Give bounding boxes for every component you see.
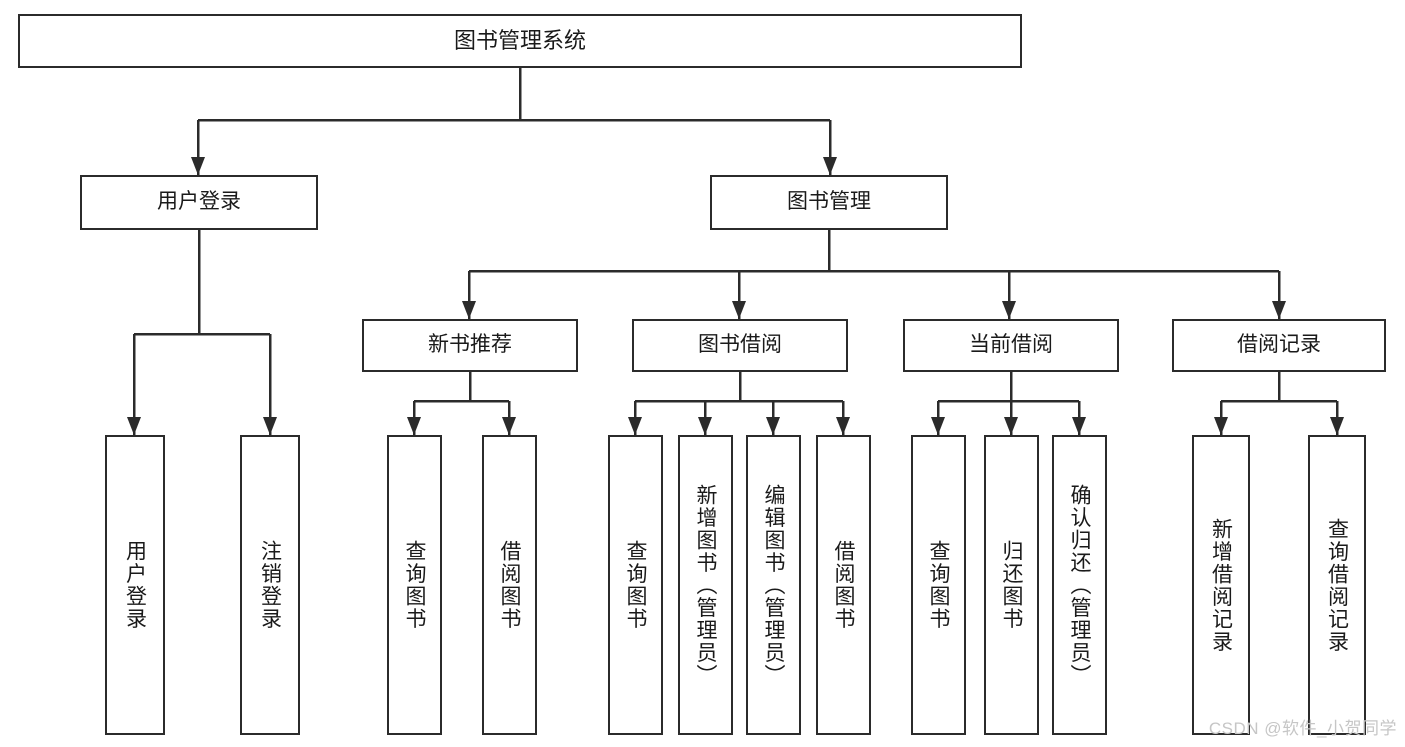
node-label-leaf-add-record: 新增借阅记录 xyxy=(1209,517,1233,653)
node-book-borrow[interactable]: 图书借阅 xyxy=(632,319,848,372)
node-label-leaf-user-logout: 注销登录 xyxy=(258,540,282,630)
connector-arrow-root-to-level1-1 xyxy=(823,157,837,175)
connector-arrow-book-borrow-to-leaves-1 xyxy=(698,417,712,435)
connector-arrow-borrow-record-to-leaves-0 xyxy=(1214,417,1228,435)
node-label-leaf-return-book: 归还图书 xyxy=(1000,540,1023,630)
connector-arrow-book-borrow-to-leaves-3 xyxy=(836,417,850,435)
node-label-user-login: 用户登录 xyxy=(157,190,241,214)
connector-arrow-new-book-recommend-to-leaves-0 xyxy=(407,417,421,435)
node-leaf-query-book-2[interactable]: 查询图书 xyxy=(608,435,663,735)
node-leaf-user-logout[interactable]: 注销登录 xyxy=(240,435,300,735)
connector-arrow-book-borrow-to-leaves-0 xyxy=(628,417,642,435)
node-leaf-confirm-return[interactable]: 确认归还（管理员） xyxy=(1052,435,1107,735)
connector-arrow-borrow-record-to-leaves-1 xyxy=(1330,417,1344,435)
connector-arrow-user-login-to-leaves-0 xyxy=(127,417,141,435)
node-label-borrow-record: 借阅记录 xyxy=(1237,333,1321,357)
node-label-leaf-confirm-return: 确认归还（管理员） xyxy=(1068,483,1091,687)
node-new-book-recommend[interactable]: 新书推荐 xyxy=(362,319,578,372)
connector-arrow-current-borrow-to-leaves-0 xyxy=(931,417,945,435)
connector-arrow-book-manage-to-level2-3 xyxy=(1272,301,1286,319)
node-label-leaf-query-book-1: 查询图书 xyxy=(403,540,426,630)
node-leaf-return-book[interactable]: 归还图书 xyxy=(984,435,1039,735)
node-label-leaf-query-book-2: 查询图书 xyxy=(624,540,647,630)
node-user-login[interactable]: 用户登录 xyxy=(80,175,318,230)
node-book-manage[interactable]: 图书管理 xyxy=(710,175,948,230)
connector-arrow-book-manage-to-level2-2 xyxy=(1002,301,1016,319)
connector-arrow-new-book-recommend-to-leaves-1 xyxy=(502,417,516,435)
connector-arrow-book-manage-to-level2-0 xyxy=(462,301,476,319)
node-leaf-user-login[interactable]: 用户登录 xyxy=(105,435,165,735)
node-leaf-edit-book[interactable]: 编辑图书（管理员） xyxy=(746,435,801,735)
node-leaf-query-book-3[interactable]: 查询图书 xyxy=(911,435,966,735)
node-leaf-borrow-book-1[interactable]: 借阅图书 xyxy=(482,435,537,735)
connector-arrow-current-borrow-to-leaves-1 xyxy=(1004,417,1018,435)
node-label-leaf-query-record: 查询借阅记录 xyxy=(1325,517,1349,653)
node-label-leaf-query-book-3: 查询图书 xyxy=(927,540,950,630)
node-label-leaf-borrow-book-1: 借阅图书 xyxy=(498,540,521,630)
connector-arrow-book-manage-to-level2-1 xyxy=(732,301,746,319)
node-root[interactable]: 图书管理系统 xyxy=(18,14,1022,68)
node-current-borrow[interactable]: 当前借阅 xyxy=(903,319,1119,372)
node-leaf-query-record[interactable]: 查询借阅记录 xyxy=(1308,435,1366,735)
node-label-new-book-recommend: 新书推荐 xyxy=(428,333,512,357)
connector-arrow-book-borrow-to-leaves-2 xyxy=(766,417,780,435)
node-label-book-manage: 图书管理 xyxy=(787,190,871,214)
node-borrow-record[interactable]: 借阅记录 xyxy=(1172,319,1386,372)
node-label-leaf-add-book: 新增图书（管理员） xyxy=(694,483,717,687)
node-label-root: 图书管理系统 xyxy=(453,28,586,54)
node-label-book-borrow: 图书借阅 xyxy=(698,333,782,357)
node-leaf-add-record[interactable]: 新增借阅记录 xyxy=(1192,435,1250,735)
node-label-leaf-user-login: 用户登录 xyxy=(123,540,147,630)
node-label-current-borrow: 当前借阅 xyxy=(969,333,1053,357)
node-leaf-add-book[interactable]: 新增图书（管理员） xyxy=(678,435,733,735)
connector-arrow-root-to-level1-0 xyxy=(191,157,205,175)
connector-arrow-user-login-to-leaves-1 xyxy=(263,417,277,435)
connector-arrow-current-borrow-to-leaves-2 xyxy=(1072,417,1086,435)
node-label-leaf-borrow-book-2: 借阅图书 xyxy=(832,540,855,630)
node-leaf-borrow-book-2[interactable]: 借阅图书 xyxy=(816,435,871,735)
node-label-leaf-edit-book: 编辑图书（管理员） xyxy=(762,483,785,687)
node-leaf-query-book-1[interactable]: 查询图书 xyxy=(387,435,442,735)
